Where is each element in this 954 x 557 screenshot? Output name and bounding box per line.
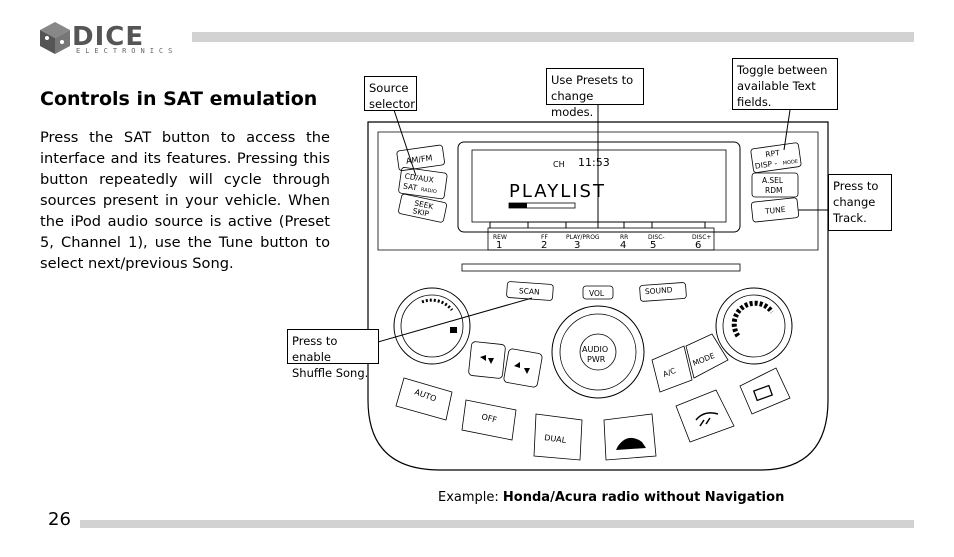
preset-num-1: 1: [496, 240, 502, 251]
preset-num-3: 3: [574, 240, 580, 251]
seek-skip-button: SEEK SKIP: [398, 193, 447, 223]
vol-button: [582, 285, 614, 300]
leader-source: [393, 109, 417, 177]
left-knob-scale: [421, 298, 454, 311]
preset-row: [487, 227, 715, 251]
recirc-button: [603, 413, 657, 461]
radio-upper-panel: [377, 131, 819, 251]
right-knob-scale: [731, 300, 775, 338]
preset-label-5: DISC-: [648, 234, 665, 241]
right-knob: [722, 294, 786, 358]
svg-text:AM/FM: AM/FM: [405, 153, 433, 166]
display-frame: [457, 141, 741, 233]
audio-knob-ring: [559, 313, 637, 391]
ac-label: A/C: [662, 366, 677, 379]
dice-cube-icon: [40, 22, 70, 54]
display-progress-fill: [509, 203, 527, 208]
audio-label: AUDIO: [582, 345, 608, 354]
cd-aux-sat-button: CD/AUX SAT RADIO: [398, 167, 448, 200]
off-button: [461, 399, 517, 441]
callout-source-selector: Source selector: [364, 76, 417, 111]
caption-prefix: Example:: [438, 490, 503, 505]
tune-button: TUNE: [750, 197, 800, 223]
audio-pwr-button: [579, 333, 617, 371]
preset-num-6: 6: [695, 240, 701, 251]
off-label: OFF: [481, 412, 499, 425]
fan-down-button: [468, 341, 506, 379]
pwr-label: PWR: [587, 355, 606, 364]
svg-text:DISP -: DISP -: [754, 159, 778, 171]
dual-label: DUAL: [544, 433, 568, 445]
mode-button: [685, 333, 729, 379]
preset-num-2: 2: [541, 240, 547, 251]
auto-button: [395, 377, 453, 421]
preset-label-6: DISC+: [692, 234, 711, 241]
svg-text:RADIO: RADIO: [420, 187, 437, 195]
svg-text:SKIP: SKIP: [412, 206, 430, 218]
radio-faceplate: [367, 121, 829, 471]
svg-text:A.SEL: A.SEL: [762, 176, 784, 185]
footer-rule: [80, 520, 914, 528]
callout-change-track: Press to change Track.: [828, 174, 892, 231]
header-rule: [192, 32, 914, 42]
mode-label: MODE: [691, 351, 716, 368]
svg-text:SCAN: SCAN: [519, 286, 540, 296]
ac-button: [651, 345, 693, 393]
preset-label-1: REW: [493, 234, 507, 241]
svg-text:MODE: MODE: [782, 159, 798, 167]
fan-up-icon: [514, 362, 530, 374]
preset-num-5: 5: [650, 240, 656, 251]
logo-brand: DICE: [72, 22, 145, 52]
svg-text:TUNE: TUNE: [764, 205, 787, 216]
leader-toggle: [783, 109, 791, 151]
display-ch: CH: [553, 160, 565, 169]
figure-caption: Example: Honda/Acura radio without Navig…: [438, 490, 784, 505]
recirculate-icon: [616, 437, 646, 450]
body-paragraph: Press the SAT button to access the inter…: [40, 129, 330, 272]
preset-label-2: FF: [541, 234, 548, 241]
audio-knob-outer: [551, 305, 645, 399]
callout-shuffle: Press to enable Shuffle Song.: [287, 329, 379, 380]
callout-toggle-text: Toggle between available Text fields.: [732, 58, 838, 110]
svg-text:CD/AUX: CD/AUX: [404, 172, 434, 185]
dual-button: [533, 413, 583, 461]
page-title: Controls in SAT emulation: [40, 88, 318, 110]
asel-rdm-button: A.SEL RDM: [751, 172, 799, 198]
defrost-front-icon: [695, 412, 719, 427]
svg-text:SOUND: SOUND: [645, 285, 673, 296]
dice-logo: [38, 20, 188, 58]
scan-button: SCAN: [506, 281, 554, 301]
fan-up-button: [503, 348, 543, 388]
preset-num-4: 4: [620, 240, 626, 251]
logo-subtitle: ELECTRONICS: [76, 47, 178, 55]
fan-down-icon: [480, 355, 494, 364]
svg-text:SAT: SAT: [403, 181, 419, 192]
right-knob-outer: [715, 287, 793, 365]
display-time: 11:53: [578, 156, 610, 169]
auto-label: AUTO: [413, 387, 437, 403]
sound-button: SOUND: [639, 282, 687, 302]
caption-bold: Honda/Acura radio without Navigation: [502, 490, 785, 505]
page-number: 26: [48, 509, 71, 530]
svg-text:SEEK: SEEK: [414, 198, 436, 211]
display-main-text: PLAYLIST: [509, 181, 606, 202]
left-knob-mark: [450, 327, 457, 333]
preset-label-3: PLAY/PROG: [566, 234, 600, 241]
rpt-disp-button: RPT DISP - MODE: [750, 142, 802, 173]
cd-slot: [461, 263, 741, 272]
vol-label: VOL: [589, 289, 605, 298]
am-fm-button: AM/FM: [396, 144, 445, 171]
svg-text:RDM: RDM: [765, 186, 782, 195]
preset-label-4: RR: [620, 234, 628, 241]
leader-shuffle: [377, 297, 533, 343]
left-knob: [400, 294, 464, 358]
defrost-rear-button: [739, 367, 791, 415]
defrost-rear-icon: [752, 384, 774, 402]
callout-use-presets: Use Presets to change modes.: [546, 68, 644, 119]
svg-text:RPT: RPT: [765, 148, 781, 159]
defrost-front-button: [675, 389, 735, 443]
left-knob-outer: [393, 287, 471, 365]
